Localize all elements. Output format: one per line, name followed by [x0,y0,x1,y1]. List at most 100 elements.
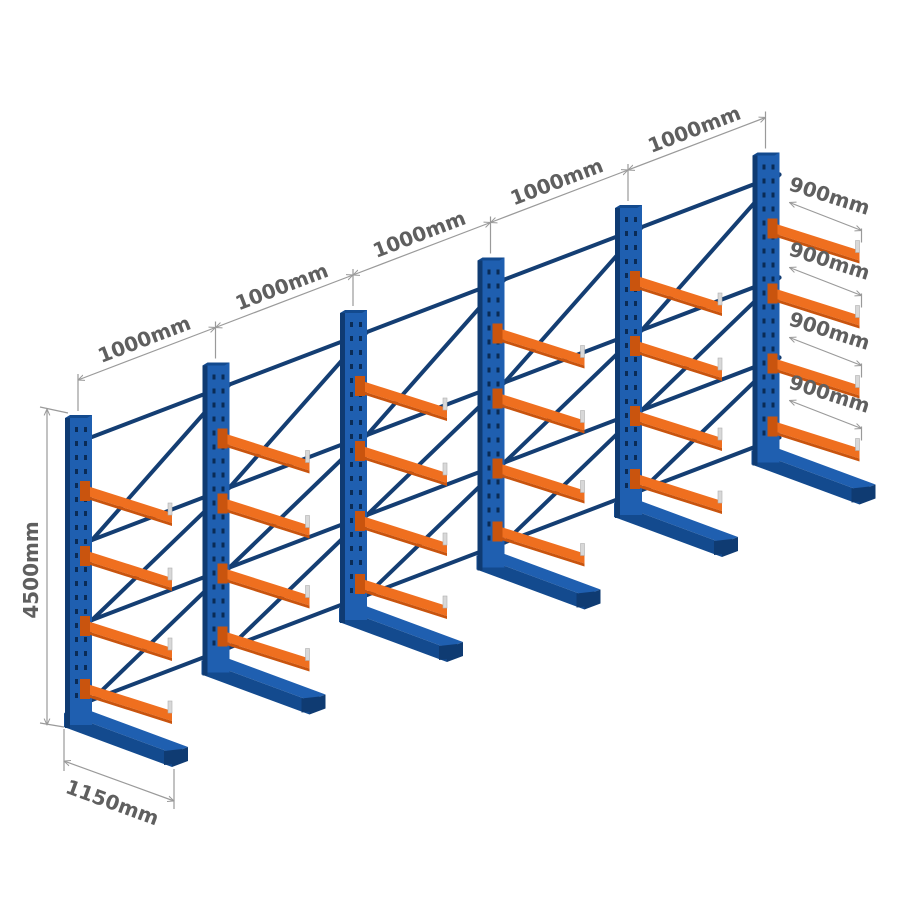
arm-end-stop [580,543,585,556]
arm-bracket [492,458,503,479]
arm-end-stop [580,480,585,493]
column-hole [496,283,500,289]
column-hole [762,304,766,310]
column-hole [212,500,216,506]
column-hole [84,539,87,544]
column-hole [212,514,216,520]
dimension-arrow [78,328,216,381]
rack-column-4 [476,257,601,610]
column-top [615,205,642,208]
arm-bar [359,515,447,553]
column-hole [625,427,628,432]
arm-end-stop [167,567,173,581]
arm-bar-edge [496,402,585,434]
arm-end-stop [717,427,723,441]
rack-column-1 [64,415,188,767]
column-hole [359,420,362,425]
column-hole [496,423,500,429]
column-hole [496,409,500,415]
base-foot-top [201,654,326,701]
column-hole [771,332,775,338]
column-top [477,257,505,261]
column-hole [350,462,353,467]
arm-bar-edge [359,390,447,421]
column-hole [212,388,216,394]
column-face [620,205,642,515]
arm-bracket [80,481,90,501]
column-hole [487,409,491,415]
base-length-label: 1150mm [63,774,163,830]
column-hole [634,231,637,236]
arm-bracket [492,388,503,409]
column-hole [212,598,216,604]
arm-2 [217,493,310,539]
column-hole [350,574,353,579]
column-hole [212,570,216,576]
arm-bracket [355,511,365,531]
column-hole [762,262,766,268]
column-hole [212,458,216,464]
arm-bar [496,525,585,564]
column-hole [350,322,353,327]
base-foot-side [201,660,310,715]
column-hole [762,276,766,282]
arm-4 [630,469,723,514]
arm-bar-edge [221,507,310,539]
column-hole [75,483,78,488]
arm-end-stop [717,357,723,371]
column-hole [359,532,362,537]
column-hole [221,598,225,604]
column-hole [84,441,87,446]
column-hole [762,360,766,366]
base-foot-top [614,497,738,543]
arm-bracket [217,563,228,584]
column-hole [212,416,216,422]
arm-end-stop [855,375,860,388]
arm-3 [767,353,860,399]
column-hole [84,469,87,474]
arm-bar-edge [771,232,860,264]
height-label: 4500mm [19,521,43,618]
column-hole [75,581,78,586]
arm-end-stop [580,410,585,423]
column-hole [75,427,78,432]
column-hole [771,276,775,282]
arm-bracket [630,406,640,426]
column-hole [771,304,775,310]
arm-1 [217,428,310,474]
dimension-arrow [790,268,862,296]
column-hole [487,269,491,275]
column-hole [634,427,637,432]
column-hole [634,371,637,376]
base-foot-side [339,608,447,662]
base-foot-flange [714,539,732,555]
arm-end-stop [442,595,448,609]
arm-1 [80,481,173,526]
bay-width-label: 1000mm [232,258,332,315]
arm-bracket [80,616,90,636]
arm-4 [355,574,448,619]
arm-bar-edge [771,297,860,329]
column-top [65,415,92,418]
column-hole [625,329,628,334]
arm-bar [496,327,585,366]
arm-end-stop [305,515,310,528]
column-hole [221,388,225,394]
arm-bar-edge [634,285,722,316]
arm-bar [771,357,860,396]
column-hole [496,353,500,359]
column-hole [487,339,491,345]
column-hole [221,402,225,408]
arm-4 [80,679,173,724]
column-hole [487,535,491,541]
column-hole [221,458,225,464]
column-hole [771,178,775,184]
column-hole [221,472,225,478]
column-hole [625,413,628,418]
column-side [65,418,70,728]
column-hole [221,486,225,492]
arm-1 [630,271,723,316]
column-hole [350,434,353,439]
column-hole [350,546,353,551]
